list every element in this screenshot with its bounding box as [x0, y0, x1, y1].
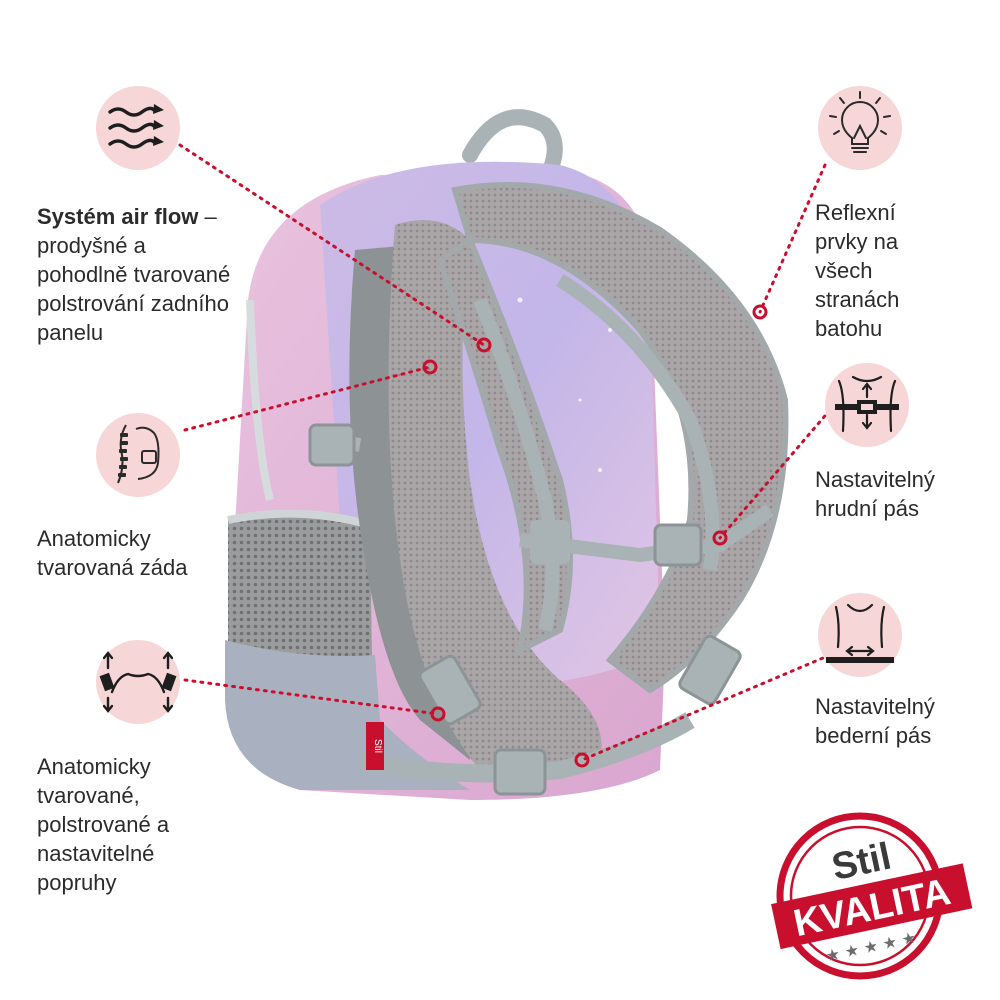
feature-airflow-description: – prodyšné a pohodlně tvarované polstrov…: [37, 204, 231, 345]
brand-tag: Stil: [372, 739, 383, 753]
chest-strap-icon: [825, 363, 909, 447]
marker-chest-strap: [712, 530, 728, 546]
marker-straps: [430, 706, 446, 722]
feature-straps-label: Anatomicky tvarované, polstrované a nast…: [37, 754, 170, 895]
airflow-waves-icon: [96, 86, 180, 170]
spine-backpack-icon: [96, 413, 180, 497]
feature-reflective-label: Reflexní prvky na všech stranách batohu: [815, 200, 900, 341]
marker-hip-belt: [574, 752, 590, 768]
feature-airflow-label: Systém air flow – prodyšné a pohodlně tv…: [37, 202, 237, 347]
adjustable-straps-icon: [96, 640, 180, 724]
marker-anatomic-back: [422, 359, 438, 375]
feature-anatomic-back-label: Anatomicky tvarovaná záda: [37, 526, 188, 580]
marker-reflective: [752, 304, 768, 320]
quality-seal: Stil KVALITA ★ ★ ★ ★ ★: [771, 812, 973, 980]
feature-chest-strap-label: Nastavitelný hrudní pás: [815, 467, 935, 521]
marker-airflow: [476, 337, 492, 353]
lightbulb-icon: [818, 86, 902, 170]
feature-hip-belt-label: Nastavitelný bederní pás: [815, 694, 935, 748]
hip-belt-icon: [818, 593, 902, 677]
feature-airflow-title: Systém air flow: [37, 204, 199, 229]
